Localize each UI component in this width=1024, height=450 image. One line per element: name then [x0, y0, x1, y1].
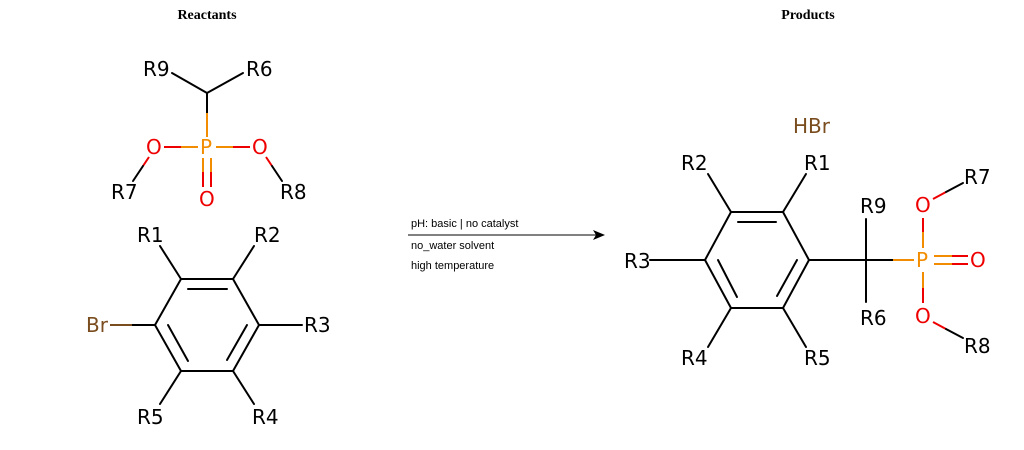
- reactant-bromoarene: R1 R2 R3 R4 R5 Br: [86, 223, 331, 429]
- atom-r1-product: R1: [804, 151, 831, 175]
- atom-r8-reactant: R8: [280, 180, 307, 204]
- atom-r6-reactant: R6: [246, 57, 273, 81]
- atom-o-top-product: O: [915, 193, 931, 217]
- atom-r7-product: R7: [964, 165, 991, 189]
- atom-r9-product: R9: [860, 194, 887, 218]
- condition-solvent: no_water solvent: [411, 240, 495, 252]
- atom-r5-reactant: R5: [137, 405, 164, 429]
- reactant-phosphonate: R9 R6 P O O O R7 R8: [111, 57, 307, 211]
- atom-r2-product: R2: [681, 151, 708, 175]
- reactants-header: Reactants: [177, 8, 237, 23]
- atom-p-reactant: P: [200, 135, 212, 159]
- atom-o-left-reactant: O: [146, 135, 162, 159]
- atom-r5-product: R5: [804, 346, 831, 370]
- atom-r4-product: R4: [681, 346, 708, 370]
- product-arylphosphonate: R2 R1 R3 R4 R5 R9 R6 P O O O R7 R8: [624, 151, 991, 370]
- atom-o-right-reactant: O: [252, 135, 268, 159]
- atom-r6-product: R6: [860, 306, 887, 330]
- atom-r7-reactant: R7: [111, 180, 138, 204]
- condition-ph: pH: basic | no catalyst: [411, 218, 519, 230]
- atom-r1-reactant: R1: [137, 223, 164, 247]
- product-hbr: HBr: [793, 114, 831, 138]
- atom-o-double-reactant: O: [199, 187, 215, 211]
- atom-r9-reactant: R9: [143, 57, 170, 81]
- atom-p-product: P: [916, 248, 928, 272]
- condition-temperature: high temperature: [411, 260, 495, 272]
- atom-r4-reactant: R4: [252, 405, 279, 429]
- atom-br-reactant: Br: [86, 313, 109, 337]
- atom-o-double-product: O: [970, 248, 986, 272]
- atom-r3-product: R3: [624, 249, 651, 273]
- atom-r3-reactant: R3: [304, 313, 331, 337]
- atom-r8-product: R8: [964, 334, 991, 358]
- products-header: Products: [781, 8, 835, 23]
- atom-o-bottom-product: O: [915, 304, 931, 328]
- atom-r2-reactant: R2: [254, 223, 281, 247]
